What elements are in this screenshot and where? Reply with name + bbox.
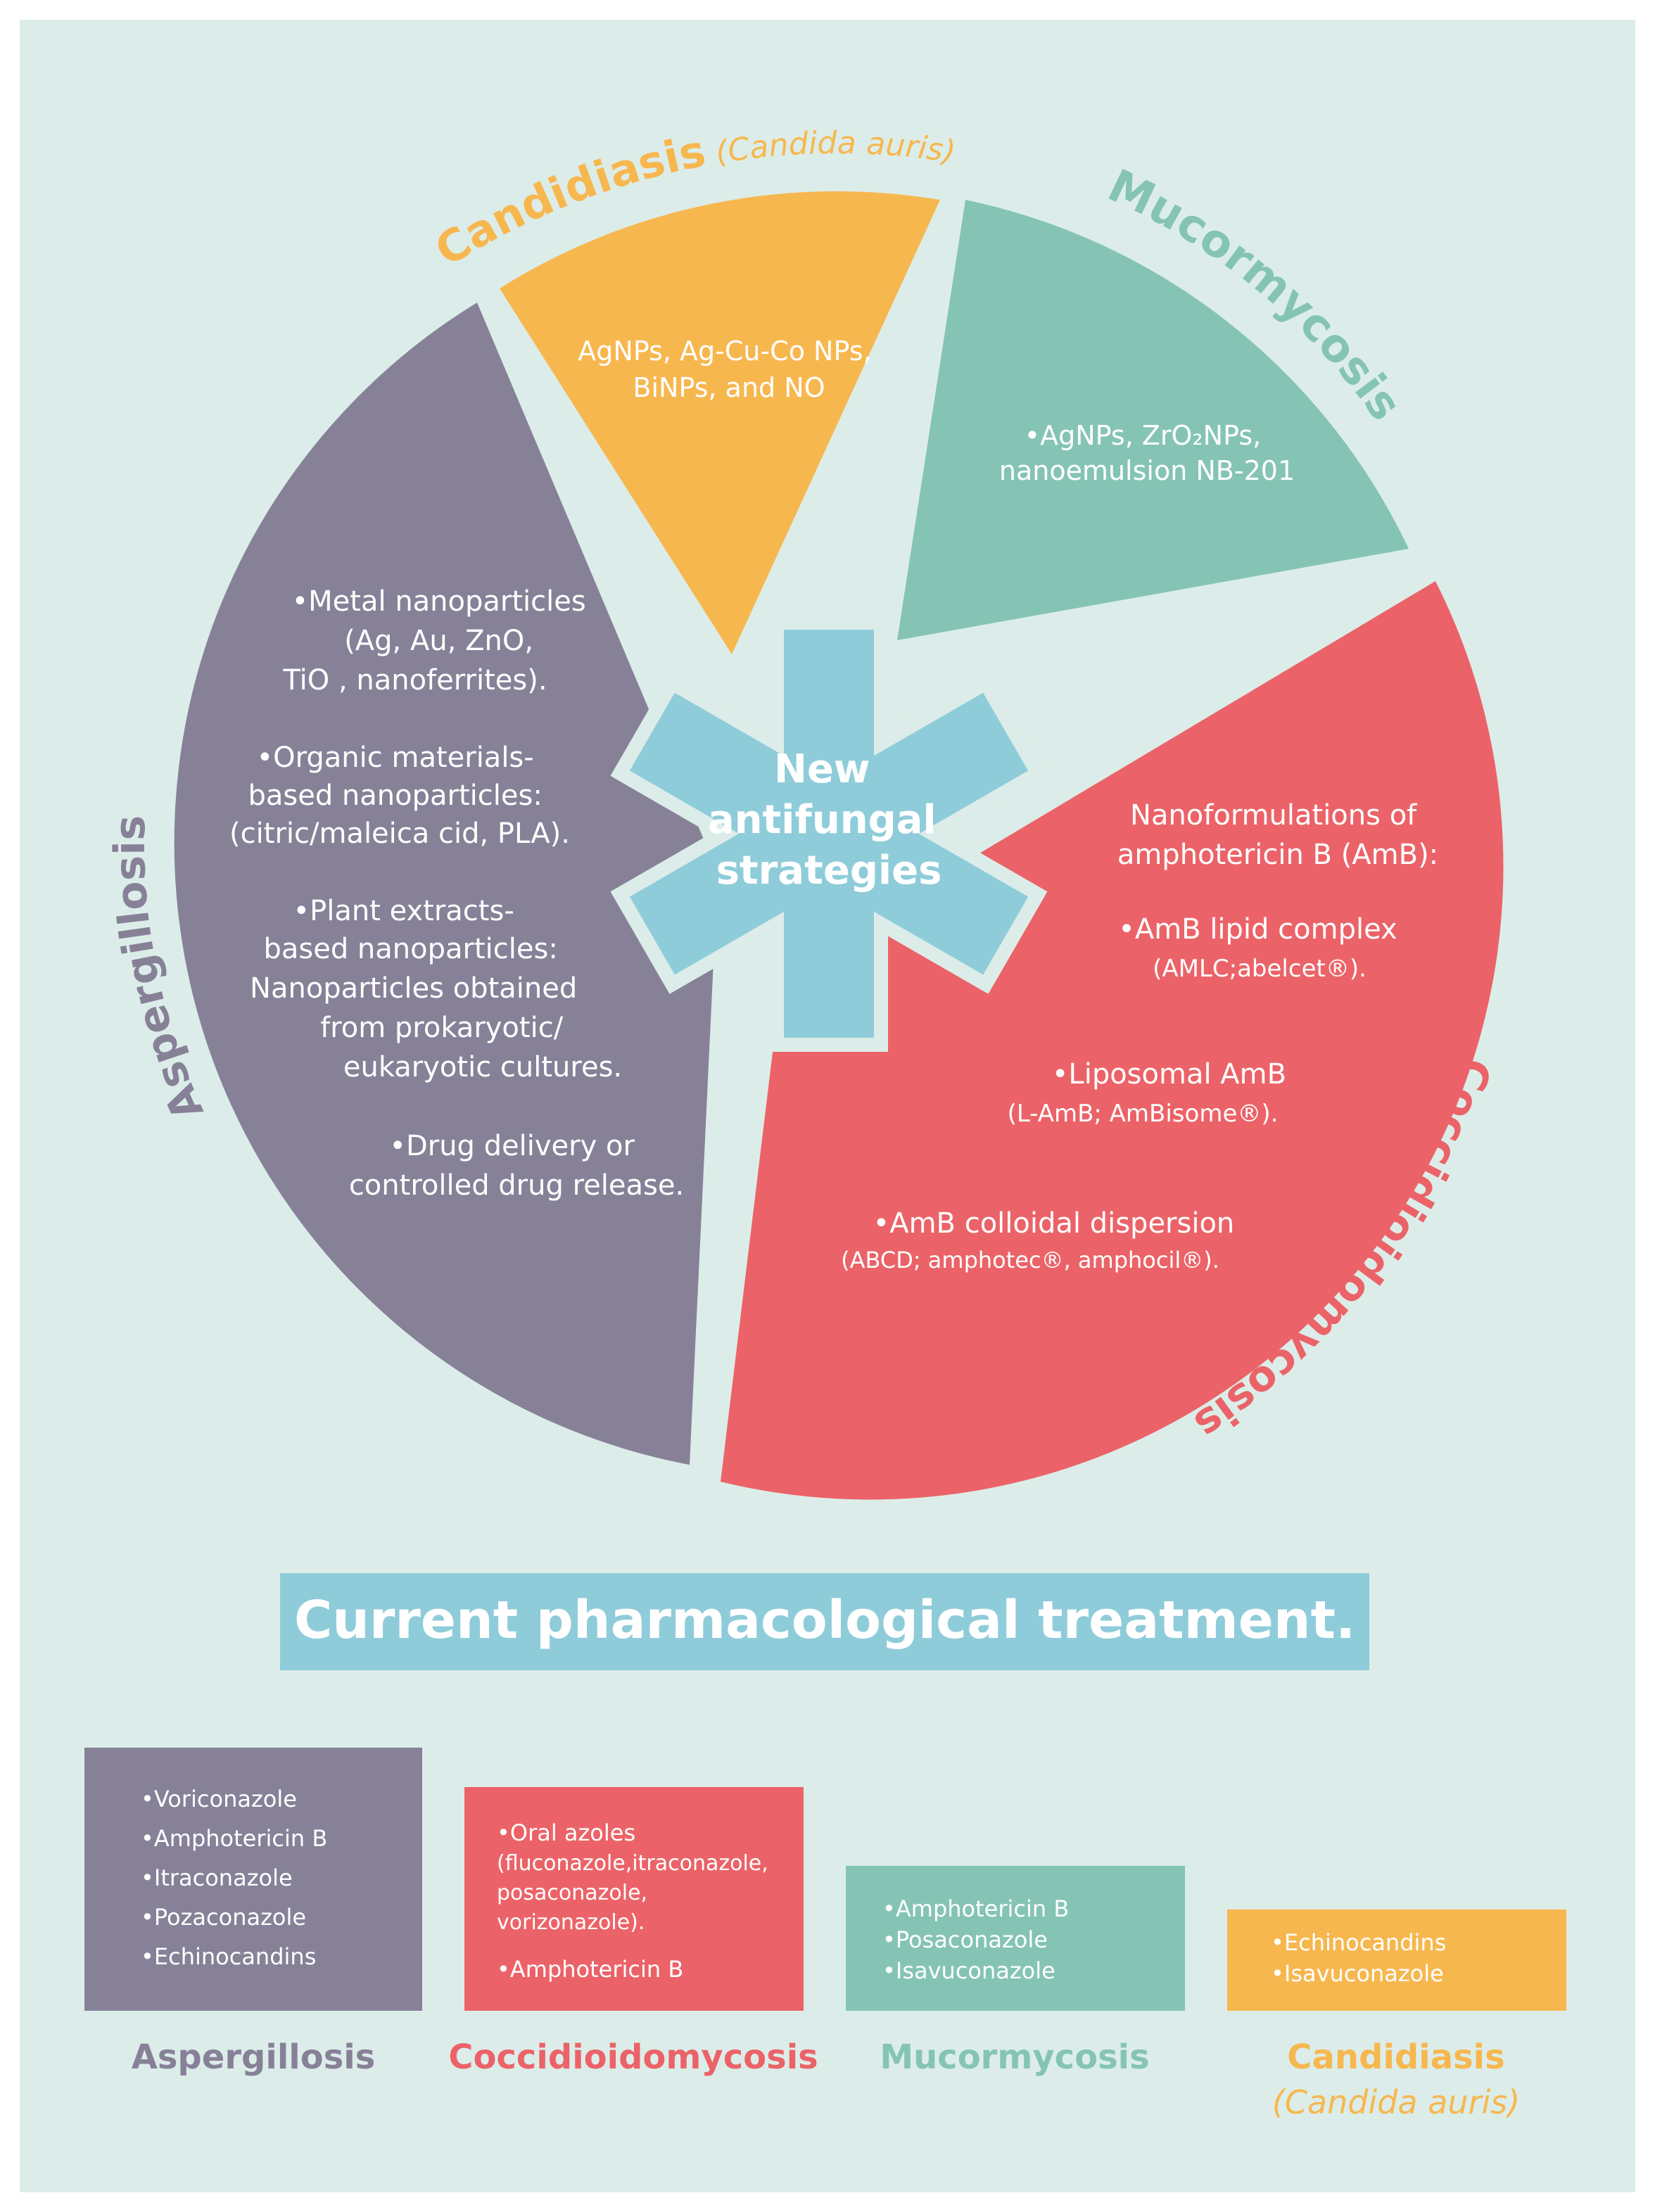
- coccidioidomycosis-colloidal-dispersion: •AmB colloidal dispersion (ABCD; amphote…: [841, 1207, 1238, 1273]
- mucormycosis-segment: [897, 200, 1409, 640]
- center-title: New antifungal strategies: [708, 746, 950, 894]
- treatment-box-mucormycosis: [846, 1866, 1185, 2011]
- mucormycosis-body: •AgNPs, ZrO₂NPs, nanoemulsion NB-201: [999, 420, 1295, 486]
- coccidioidomycosis-liposomal: •Liposomal AmB (L-AmB; AmBisome®).: [1008, 1058, 1291, 1128]
- treatment-banner: [280, 1573, 1369, 1670]
- treatment-list-mucormycosis: •Amphotericin B •Posaconazole •Isavucona…: [882, 1895, 1076, 1984]
- center-star: [610, 616, 1048, 1052]
- aspergillosis-drug-delivery: •Drug delivery or controlled drug releas…: [349, 1130, 684, 1202]
- treatment-label-aspergillosis: Aspergillosis: [132, 2038, 376, 2077]
- treatment-sublabel-candidiasis: (Candida auris): [1272, 2083, 1520, 2121]
- treatment-label-coccidioidomycosis: Coccidioidomycosis: [448, 2038, 818, 2077]
- candidiasis-segment: [500, 191, 940, 654]
- aspergillosis-organic-nanoparticles: •Organic materials- based nanoparticles:…: [229, 742, 570, 850]
- treatment-box-candidiasis: [1227, 1909, 1566, 2011]
- treatment-list-candidiasis: •Echinocandins •Isavuconazole: [1271, 1929, 1454, 1987]
- treatment-box-coccidioidomycosis: [464, 1787, 804, 2011]
- treatment-list-aspergillosis: •Voriconazole •Amphotericin B •Itraconaz…: [141, 1786, 334, 1970]
- aspergillosis-metal-nanoparticles: •Metal nanoparticles (Ag, Au, ZnO, TiO ,…: [282, 585, 595, 697]
- treatment-label-mucormycosis: Mucormycosis: [880, 2038, 1149, 2077]
- star-bar: [629, 692, 1029, 975]
- treatment-banner-title: Current pharmacological treatment.: [294, 1590, 1355, 1651]
- treatment-label-candidiasis: Candidiasis: [1287, 2038, 1504, 2077]
- aspergillosis-segment: [174, 303, 718, 1465]
- treatment-box-aspergillosis: [84, 1748, 422, 2011]
- candidiasis-body: AgNPs, Ag-Cu-Co NPs, BiNPs, and NO: [578, 336, 880, 403]
- coccidioidomycosis-segment: [721, 581, 1504, 1500]
- coccidioidomycosis-lipid-complex: •AmB lipid complex (AMLC;abelcet®).: [1118, 913, 1401, 983]
- aspergillosis-plant-extract-nanoparticles: •Plant extracts- based nanoparticles: Na…: [250, 895, 622, 1083]
- treatment-list-coccidioidomycosis: •Oral azoles (fluconazole,itraconazole, …: [497, 1819, 775, 1983]
- coccidioidomycosis-heading: Nanoformulations of amphotericin B (AmB)…: [1117, 799, 1438, 871]
